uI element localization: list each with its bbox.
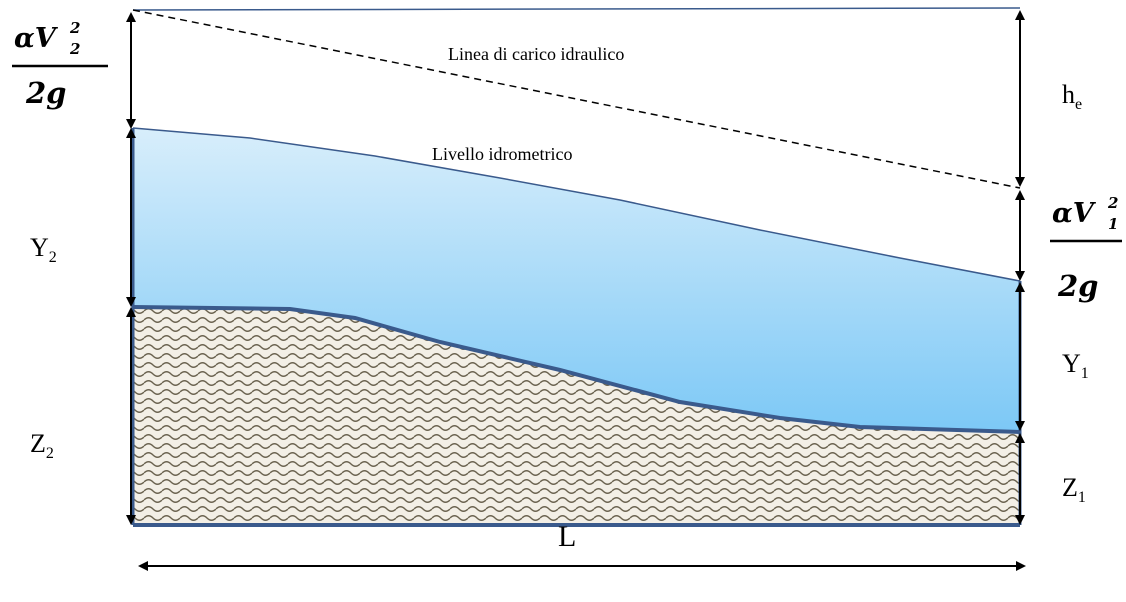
energy-line-label: Linea di carico idraulico [448,44,624,64]
svg-text:αV: αV [14,23,59,54]
reference-line [132,7,1021,11]
depth-downstream-label: Y1 [1062,349,1089,382]
water-surface-line [132,127,1021,282]
channel-bed [133,307,1020,525]
head-loss-label: he [1062,80,1082,113]
water-surface-label: Livello idrometrico [432,144,572,164]
svg-text:2g: 2g [25,76,66,110]
svg-text:1: 1 [1108,215,1118,233]
velocity-head-downstream-formula: αV 2 1 2g [1050,194,1122,303]
velocity-head-upstream-formula: αV 2 2 2g [12,19,108,110]
elevation-upstream-label: Z2 [30,429,54,462]
svg-text:2: 2 [69,40,80,58]
length-label: L [558,520,576,553]
svg-text:2g: 2g [1057,269,1098,303]
water-body [133,128,1020,432]
energy-grade-line [132,9,1021,189]
elevation-downstream-label: Z1 [1062,473,1086,506]
depth-upstream-label: Y2 [30,233,57,266]
channel-bed-line [132,305,1021,434]
svg-text:2: 2 [1107,194,1118,212]
svg-text:2: 2 [69,19,80,37]
svg-text:αV: αV [1052,198,1097,229]
